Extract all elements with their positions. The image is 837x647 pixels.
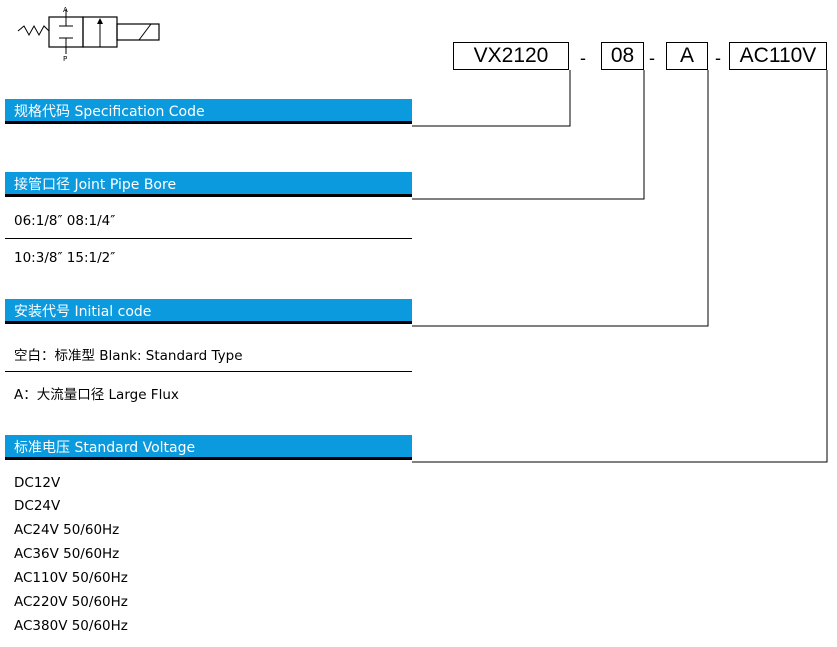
code-install-box: A: [666, 42, 708, 70]
voltage-option: DC12V: [14, 475, 61, 491]
install-title: 安装代号 Initial code: [14, 304, 152, 320]
voltage-option: AC110V 50/60Hz: [14, 570, 128, 586]
divider: [5, 371, 412, 372]
spring-icon: [17, 24, 50, 37]
code-model-box: VX2120: [453, 42, 569, 70]
solenoid-icon: [116, 23, 160, 41]
install-option: 空白：标准型 Blank: Standard Type: [14, 348, 243, 364]
voltage-title: 标准电压 Standard Voltage: [14, 440, 196, 456]
voltage-option: AC36V 50/60Hz: [14, 546, 120, 562]
voltage-option: AC24V 50/60Hz: [14, 522, 120, 538]
code-separator: -: [715, 48, 721, 68]
divider: [5, 238, 412, 239]
bore-title: 接管口径 Joint Pipe Bore: [14, 177, 177, 193]
bore-option: 06:1/8″ 08:1/4″: [14, 213, 116, 229]
voltage-header: 标准电压 Standard Voltage: [5, 435, 412, 460]
code-separator: -: [649, 48, 655, 68]
connector-spec: [412, 70, 571, 127]
bore-header: 接管口径 Joint Pipe Bore: [5, 172, 412, 197]
spec-code-header: 规格代码 Specification Code: [5, 99, 412, 124]
voltage-option: AC380V 50/60Hz: [14, 618, 128, 634]
voltage-option: AC220V 50/60Hz: [14, 594, 128, 610]
arrow-up-icon: [97, 18, 103, 24]
install-header: 安装代号 Initial code: [5, 299, 412, 324]
valve-symbol: A P: [17, 6, 160, 63]
port-p-label: P: [63, 55, 67, 63]
code-voltage-box: AC110V: [729, 42, 827, 70]
install-option: A：大流量口径 Large Flux: [14, 387, 179, 403]
port-a-label: A: [63, 6, 68, 14]
connector-bore: [412, 70, 645, 200]
bore-option: 10:3/8″ 15:1/2″: [14, 250, 116, 266]
code-bore-box: 08: [601, 42, 644, 70]
voltage-option: DC24V: [14, 498, 61, 514]
connector-install: [412, 70, 709, 327]
connector-voltage: [412, 70, 828, 463]
spec-code-title: 规格代码 Specification Code: [14, 104, 205, 120]
code-separator: -: [580, 48, 586, 68]
